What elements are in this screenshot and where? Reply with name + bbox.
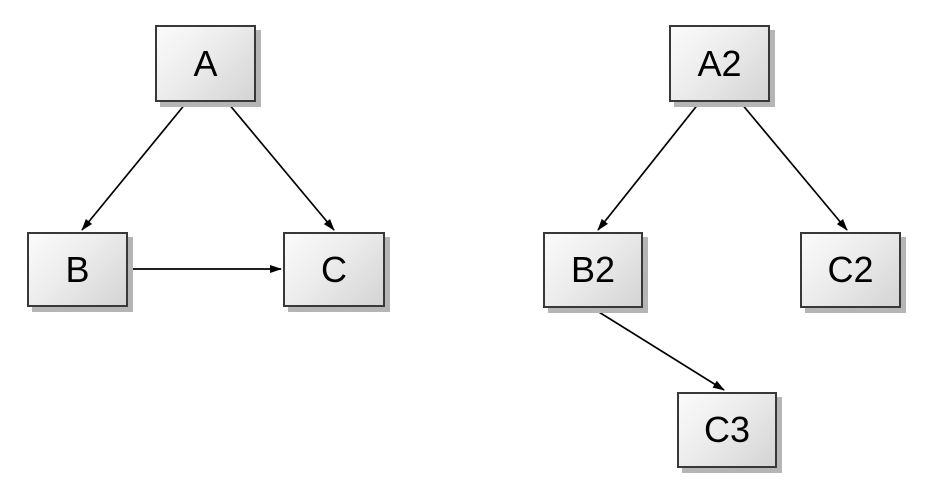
edge-A2-B2[interactable] (597, 102, 700, 231)
edge-A-B[interactable] (81, 102, 187, 231)
node-C3-label: C3 (703, 409, 751, 450)
node-B-label: B (65, 248, 90, 290)
node-A2-label: A2 (697, 42, 742, 84)
edge-A2-C2[interactable] (740, 102, 848, 231)
node-B[interactable]: B (27, 232, 128, 307)
edge-B2-C3[interactable] (593, 308, 725, 391)
node-C-label: C (321, 248, 347, 290)
node-C2-label: C2 (827, 249, 874, 290)
node-A2[interactable]: A2 (669, 25, 770, 102)
node-B2[interactable]: B2 (543, 232, 643, 308)
node-B2-label: B2 (570, 249, 616, 290)
node-C2[interactable]: C2 (800, 232, 901, 308)
node-A[interactable]: A (155, 25, 256, 102)
edge-A-C[interactable] (227, 102, 335, 231)
node-C[interactable]: C (283, 232, 385, 307)
node-A-label: A (193, 42, 218, 84)
node-C3[interactable]: C3 (677, 392, 777, 468)
